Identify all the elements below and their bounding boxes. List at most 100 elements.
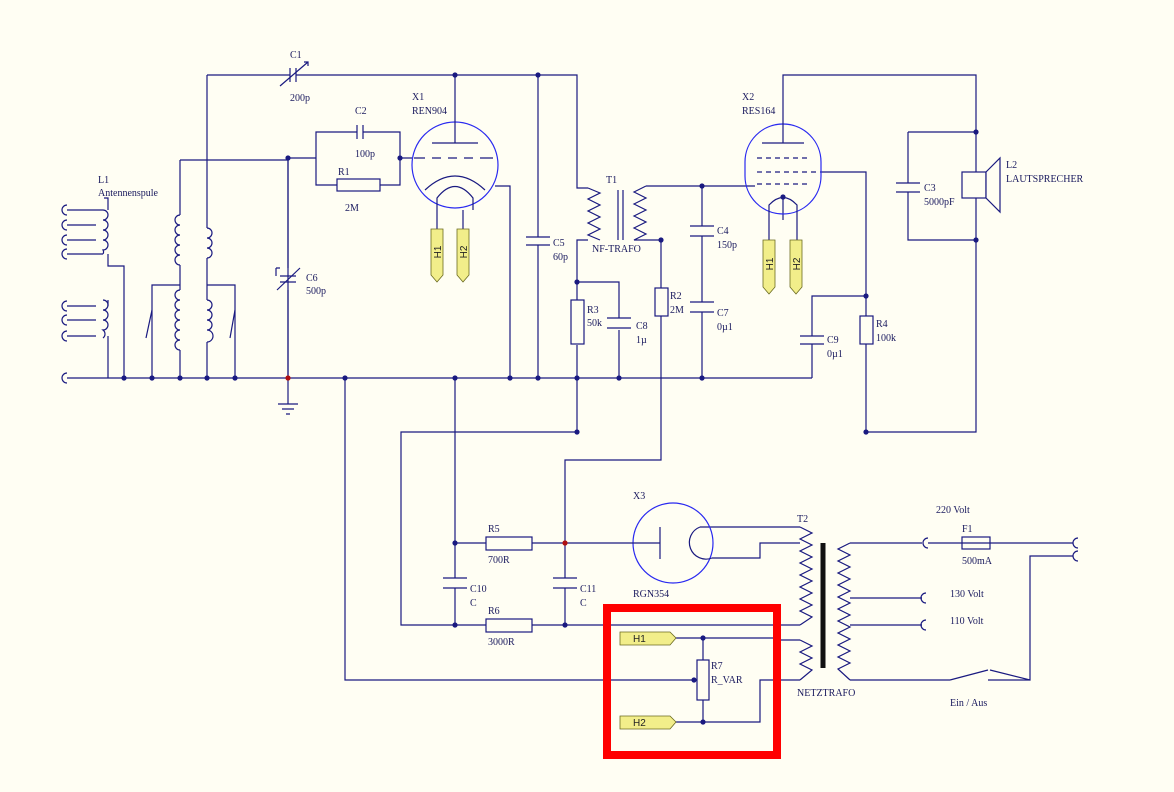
- x3-ref: X3: [633, 491, 645, 502]
- tuning-coils[interactable]: [145, 214, 236, 351]
- tube-x3[interactable]: X3 RGN354: [632, 491, 714, 600]
- highlight-box: [603, 604, 781, 759]
- capacitor-c11[interactable]: C11 C: [553, 577, 596, 609]
- r5-value: 700R: [488, 555, 510, 566]
- wires: [67, 74, 1073, 723]
- r4-ref: R4: [876, 319, 888, 330]
- x1-heater-h2: H2: [459, 245, 470, 258]
- r6-value: 3000R: [488, 637, 515, 648]
- r5-ref: R5: [488, 524, 500, 535]
- t1-label: NF-TRAFO: [592, 244, 641, 255]
- r7-value: R_VAR: [711, 675, 743, 686]
- c4-ref: C4: [717, 226, 729, 237]
- resistor-r4[interactable]: R4 100k: [859, 315, 896, 345]
- l2-label: LAUTSPRECHER: [1006, 174, 1084, 185]
- ground-symbol: [278, 403, 298, 415]
- r1-ref: R1: [338, 167, 350, 178]
- r1-value: 2M: [345, 203, 359, 214]
- c7-ref: C7: [717, 308, 729, 319]
- resistor-r1[interactable]: R1 2M: [336, 167, 381, 214]
- r4-value: 100k: [876, 333, 896, 344]
- x1-ref: X1: [412, 92, 424, 103]
- heater-tag-h2: [619, 715, 677, 730]
- c8-value: 1µ: [636, 335, 647, 346]
- t2-label: NETZTRAFO: [797, 688, 855, 699]
- t2-ref: T2: [797, 514, 808, 525]
- c1-ref: C1: [290, 50, 302, 61]
- heater-tag-h1: [619, 631, 677, 646]
- r2-value: 2M: [670, 305, 684, 316]
- capacitor-c4[interactable]: C4 150p: [690, 225, 737, 251]
- c5-value: 60p: [553, 252, 568, 263]
- r3-ref: R3: [587, 305, 599, 316]
- mains-labels: 220 Volt 130 Volt 110 Volt Ein / Aus: [936, 505, 987, 709]
- c1-value: 200p: [290, 93, 310, 104]
- c10-value: C: [470, 598, 477, 609]
- c4-value: 150p: [717, 240, 737, 251]
- c11-value: C: [580, 598, 587, 609]
- resistor-r6[interactable]: R6 3000R: [485, 606, 533, 648]
- l1-ref: L1: [98, 175, 109, 186]
- resistor-r2[interactable]: R2 2M: [654, 287, 684, 317]
- capacitor-c1[interactable]: C1 200p: [279, 50, 314, 104]
- c2-ref: C2: [355, 106, 367, 117]
- capacitor-c7[interactable]: C7 0µ1: [690, 301, 733, 333]
- capacitor-c9[interactable]: C9 0µ1: [800, 335, 843, 360]
- c3-value: 5000pF: [924, 197, 955, 208]
- resistor-r3[interactable]: R3 50k: [570, 299, 602, 345]
- label-switch: Ein / Aus: [950, 698, 987, 709]
- c2-value: 100p: [355, 149, 375, 160]
- r6-ref: R6: [488, 606, 500, 617]
- x1-heater-h1: H1: [433, 245, 444, 258]
- transformer-t2[interactable]: T2 NETZTRAFO: [797, 514, 855, 699]
- x1-type: REN904: [412, 106, 447, 117]
- capacitor-c5[interactable]: C5 60p: [526, 236, 568, 263]
- capacitor-c3[interactable]: C3 5000pF: [896, 182, 955, 208]
- r7-ref: R7: [711, 661, 723, 672]
- capacitor-c6[interactable]: C6 500p: [275, 267, 326, 297]
- fuse-f1[interactable]: F1 500mA: [961, 524, 993, 567]
- c9-ref: C9: [827, 335, 839, 346]
- label-220v: 220 Volt: [936, 505, 970, 516]
- tube-x2[interactable]: X2 RES164 H1 H2: [742, 92, 822, 295]
- junction-dots: [121, 72, 979, 725]
- x2-heater-h2: H2: [792, 257, 803, 270]
- c10-ref: C10: [470, 584, 487, 595]
- l2-ref: L2: [1006, 160, 1017, 171]
- resistor-r7[interactable]: R7 R_VAR: [694, 659, 743, 701]
- heater-h1-label: H1: [633, 634, 646, 645]
- t1-ref: T1: [606, 175, 617, 186]
- antenna-coil-l1[interactable]: L1 Antennenspule: [98, 175, 159, 339]
- r3-value: 50k: [587, 318, 602, 329]
- c8-ref: C8: [636, 321, 648, 332]
- c6-ref: C6: [306, 273, 318, 284]
- terminals: [61, 204, 1079, 631]
- label-110v: 110 Volt: [950, 616, 984, 627]
- capacitor-c2[interactable]: C2 100p: [352, 106, 375, 160]
- c9-value: 0µ1: [827, 349, 843, 360]
- label-130v: 130 Volt: [950, 589, 984, 600]
- c11-ref: C11: [580, 584, 596, 595]
- x2-ref: X2: [742, 92, 754, 103]
- transformer-t1[interactable]: T1 NF-TRAFO: [586, 175, 648, 255]
- x2-heater-h1: H1: [765, 257, 776, 270]
- tube-x1[interactable]: X1 REN904 H1 H2: [411, 92, 499, 283]
- f1-value: 500mA: [962, 556, 993, 567]
- c3-ref: C3: [924, 183, 936, 194]
- power-switch[interactable]: [940, 669, 1030, 681]
- r2-ref: R2: [670, 291, 682, 302]
- x3-type: RGN354: [633, 589, 669, 600]
- capacitor-c10[interactable]: C10 C: [443, 577, 487, 609]
- speaker-l2[interactable]: L2 LAUTSPRECHER: [961, 132, 1084, 240]
- x2-type: RES164: [742, 106, 775, 117]
- c5-ref: C5: [553, 238, 565, 249]
- f1-ref: F1: [962, 524, 973, 535]
- heater-supply[interactable]: H1 H2: [619, 631, 677, 730]
- c6-value: 500p: [306, 286, 326, 297]
- heater-h2-label: H2: [633, 718, 646, 729]
- resistor-r5[interactable]: R5 700R: [485, 524, 533, 566]
- capacitor-c8[interactable]: C8 1µ: [607, 317, 648, 346]
- l1-label: Antennenspule: [98, 188, 159, 199]
- c7-value: 0µ1: [717, 322, 733, 333]
